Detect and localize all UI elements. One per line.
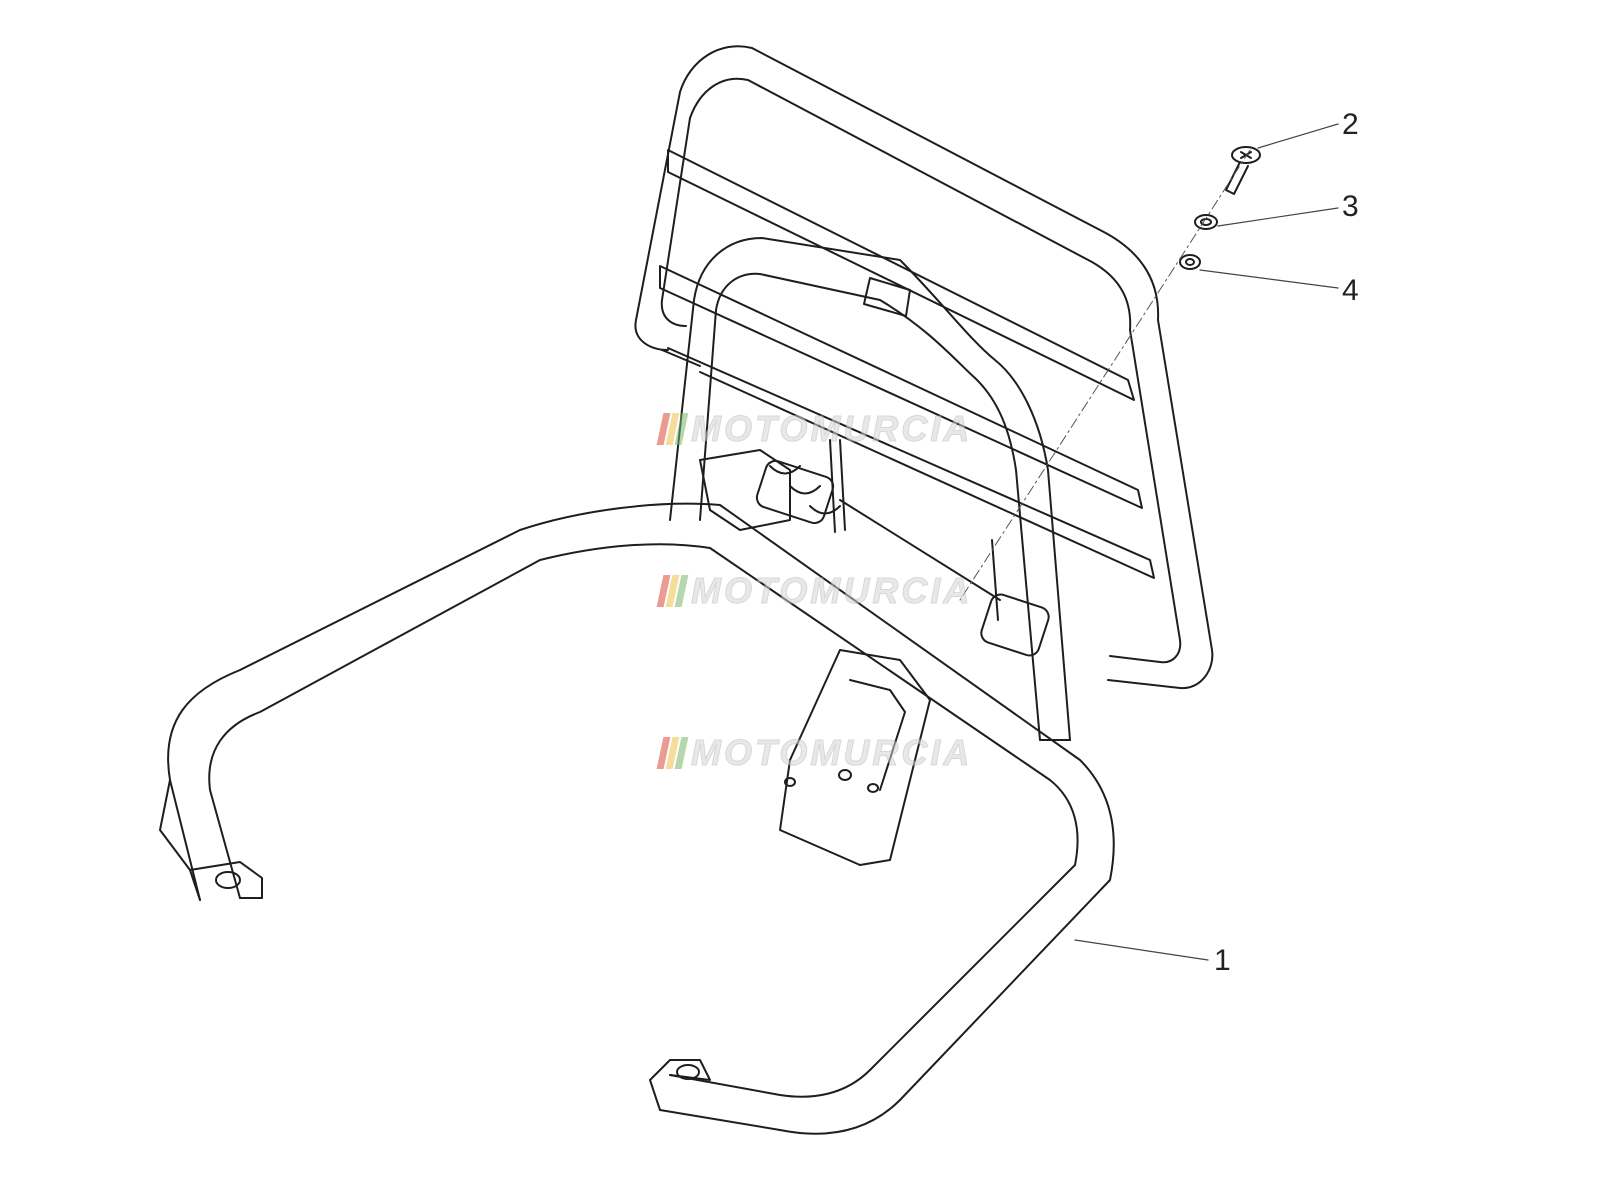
rack-cross-slats [659,149,1155,579]
flat-washer-part-4 [1179,254,1201,270]
leader-line-4 [1199,269,1339,289]
assembly-axis-line [959,149,1251,601]
main-grab-rail [159,502,1115,1135]
leader-line-3 [1217,207,1339,227]
callout-2: 2 [1342,108,1359,141]
watermark-logo: MOTOMURCIA [656,570,973,612]
leader-lines [1074,123,1339,961]
leader-line-1 [1074,939,1209,961]
callout-3: 3 [1342,190,1359,223]
watermark-text: MOTOMURCIA [690,732,973,774]
watermark-logo: MOTOMURCIA [656,732,973,774]
mounting-bracket-plate [779,649,931,866]
callout-4: 4 [1342,274,1359,307]
watermark-stripes [656,575,689,607]
watermark-text: MOTOMURCIA [690,570,973,612]
spring-hinge-assembly [699,439,1050,657]
watermark-stripes [656,413,689,445]
inner-hoop-frame [669,237,1071,741]
leader-line-2 [1257,123,1339,149]
star-washer-part-3 [1194,214,1218,230]
watermark-stripes [656,737,689,769]
watermark-text: MOTOMURCIA [690,408,973,450]
rack-outer-frame [634,45,1214,690]
screw-part-2 [1225,146,1261,195]
callout-1: 1 [1214,944,1231,977]
watermark-logo: MOTOMURCIA [656,408,973,450]
